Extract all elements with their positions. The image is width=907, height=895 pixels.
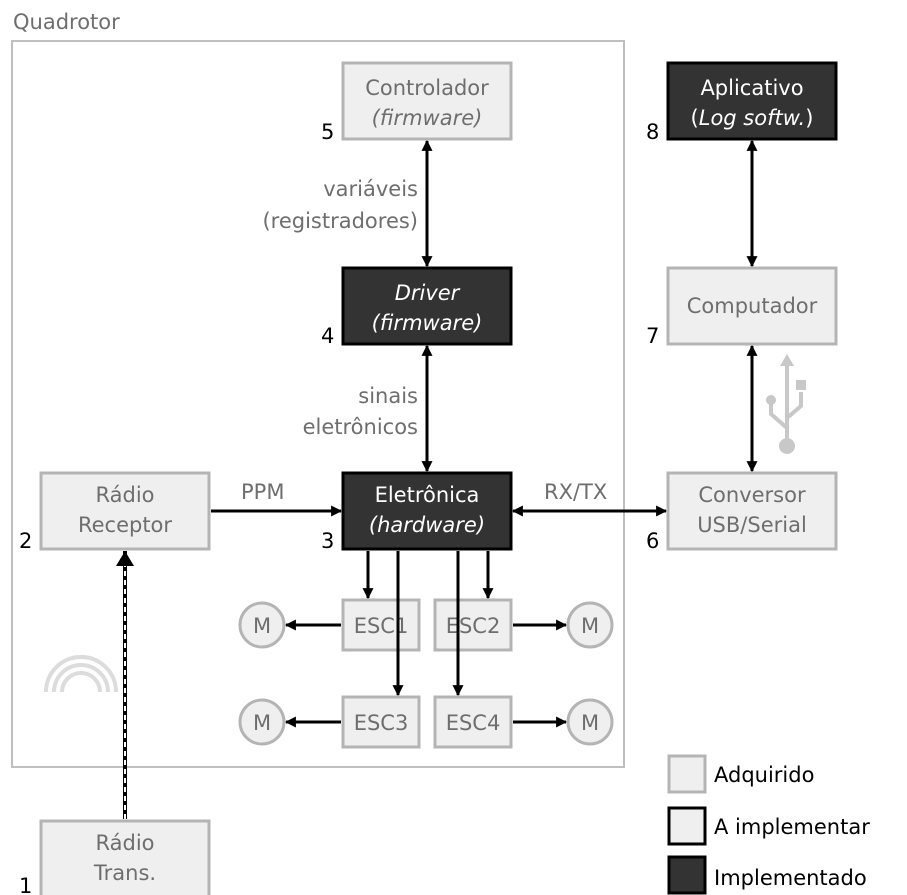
legend-swatch-acquired — [667, 754, 707, 794]
quadrotor-container — [11, 40, 625, 768]
edge-label-signals: sinais — [358, 384, 418, 408]
radio-receiver-number: 2 — [19, 529, 32, 553]
driver-title: Driver — [395, 281, 461, 305]
controller-block: Controlador (firmware) — [341, 61, 513, 141]
svg-text:M: M — [581, 711, 599, 735]
controller-subtitle: (firmware) — [372, 106, 483, 130]
application-block: Aplicativo (Log softw.) — [666, 61, 838, 141]
converter-number: 6 — [646, 529, 659, 553]
svg-text:M: M — [581, 614, 599, 638]
esc4-block: ESC4 — [433, 695, 513, 749]
container-title: Quadrotor — [13, 10, 120, 34]
legend-swatch-to-implement — [667, 806, 707, 846]
edge-label-variables: variáveis — [323, 177, 418, 201]
controller-title: Controlador — [365, 76, 489, 100]
computer-number: 7 — [646, 324, 659, 348]
converter-block: Conversor USB/Serial — [666, 471, 838, 551]
svg-text:M: M — [253, 711, 271, 735]
esc2-label: ESC2 — [446, 614, 501, 638]
radio-link-arrowhead — [116, 551, 134, 566]
esc3-label: ESC3 — [354, 711, 409, 735]
motor-4: M — [566, 698, 614, 746]
legend-label-to-implement: A implementar — [714, 815, 870, 839]
esc3-block: ESC3 — [341, 695, 421, 749]
edge-label-registers: (registradores) — [262, 209, 418, 233]
legend-swatch-implemented — [667, 855, 707, 895]
electronics-title: Eletrônica — [375, 483, 480, 507]
driver-block: Driver (firmware) — [341, 266, 513, 346]
electronics-subtitle: (hardware) — [369, 513, 485, 537]
radio-transmitter-number: 1 — [19, 874, 32, 895]
esc2-block: ESC2 — [433, 598, 513, 652]
legend-label-implemented: Implementado — [714, 866, 867, 890]
edge-label-ppm: PPM — [241, 480, 284, 504]
motor-1: M — [238, 601, 286, 649]
radio-transmitter-title: Rádio — [95, 831, 154, 855]
motor-3: M — [238, 698, 286, 746]
application-number: 8 — [646, 120, 659, 144]
radio-receiver-title: Rádio — [95, 483, 154, 507]
esc1-label: ESC1 — [354, 614, 409, 638]
esc1-block: ESC1 — [341, 598, 421, 652]
radio-transmitter-subtitle: Trans. — [93, 861, 156, 885]
computer-block: Computador — [666, 266, 838, 346]
esc4-label: ESC4 — [446, 711, 501, 735]
electronics-number: 3 — [321, 529, 334, 553]
edge-label-rxtx: RX/TX — [544, 480, 607, 504]
converter-subtitle: USB/Serial — [697, 513, 807, 537]
motor-2: M — [566, 601, 614, 649]
converter-title: Conversor — [698, 483, 806, 507]
computer-title: Computador — [687, 294, 818, 318]
driver-number: 4 — [321, 324, 334, 348]
usb-icon — [766, 354, 806, 454]
legend: Adquirido A implementar Implementado — [667, 754, 870, 895]
controller-number: 5 — [321, 120, 334, 144]
radio-receiver-subtitle: Receptor — [78, 513, 172, 537]
driver-subtitle: (firmware) — [372, 311, 483, 335]
electronics-block: Eletrônica (hardware) — [341, 471, 513, 551]
svg-text:M: M — [253, 614, 271, 638]
application-subtitle: (Log softw.) — [691, 106, 814, 130]
wireless-signal-icon — [44, 655, 118, 693]
radio-transmitter-block: Rádio Trans. — [39, 819, 211, 895]
edge-label-electronic: eletrônicos — [303, 415, 418, 439]
legend-label-acquired: Adquirido — [714, 763, 814, 787]
radio-receiver-block: Rádio Receptor — [39, 471, 211, 551]
application-title: Aplicativo — [700, 76, 803, 100]
